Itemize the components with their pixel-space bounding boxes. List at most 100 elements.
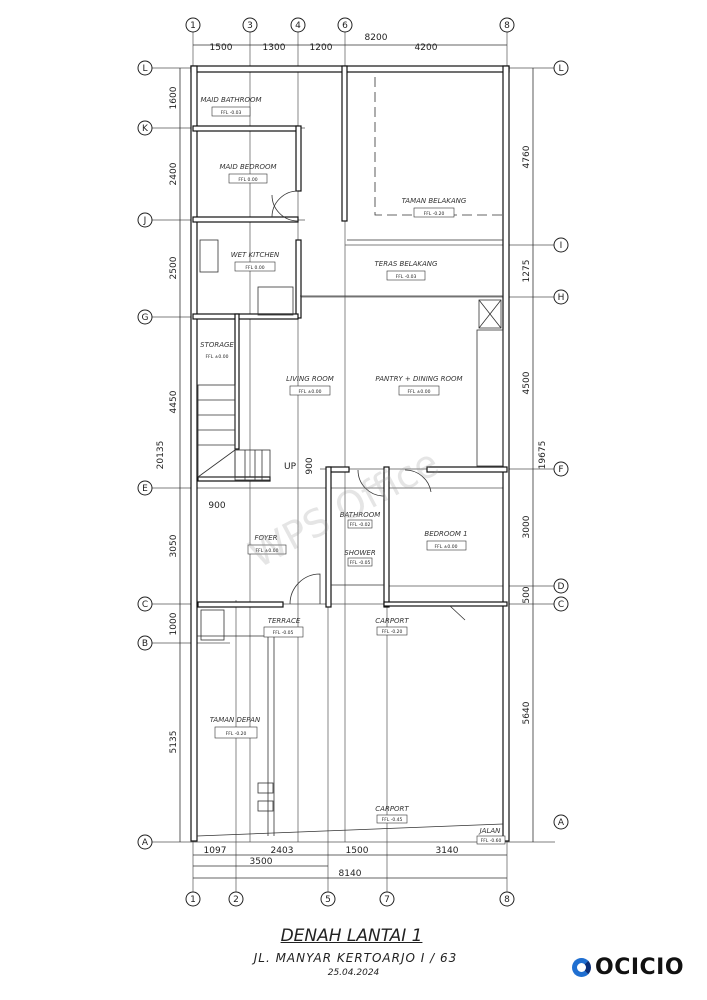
axis-label: I xyxy=(560,241,563,251)
axis-label: 3 xyxy=(247,21,253,31)
grid-lines xyxy=(150,30,555,895)
axis-label: J xyxy=(143,216,147,226)
axis-markers: 1 3 4 6 8 1 2 5 7 8 L K J G E C B A L I … xyxy=(137,17,569,907)
axis-label: A xyxy=(142,838,149,848)
svg-text:PANTRY + DINING ROOM: PANTRY + DINING ROOM xyxy=(375,375,462,383)
dim-left: 3050 xyxy=(169,534,179,557)
room-shower: SHOWER FFL -0.05 xyxy=(344,549,376,567)
dim-right: 5640 xyxy=(522,701,532,724)
svg-text:WET KITCHEN: WET KITCHEN xyxy=(231,251,280,259)
axis-label: 4 xyxy=(295,21,301,31)
room-maid-bathroom: MAID BATHROOM FFL -0.03 xyxy=(200,96,262,117)
svg-text:FFL ±0.00: FFL ±0.00 xyxy=(299,389,322,395)
svg-text:LIVING ROOM: LIVING ROOM xyxy=(286,375,334,383)
axis-label: 7 xyxy=(384,895,390,905)
axis-label: 1 xyxy=(190,895,196,905)
svg-text:FFL ±0.00: FFL ±0.00 xyxy=(435,544,458,550)
axis-label: H xyxy=(558,293,565,303)
axis-label: C xyxy=(142,600,148,610)
logo-text: OCICIO xyxy=(595,955,685,980)
svg-text:TERRACE: TERRACE xyxy=(268,617,301,625)
axis-label: K xyxy=(142,124,149,134)
svg-text:CARPORT: CARPORT xyxy=(375,805,409,813)
dim-left: 4450 xyxy=(169,390,179,413)
room-terrace: TERRACE FFL -0.05 xyxy=(263,617,304,638)
room-living: LIVING ROOM FFL ±0.00 xyxy=(286,375,334,396)
svg-text:TERAS BELAKANG: TERAS BELAKANG xyxy=(375,260,439,268)
dim-bottom: 2403 xyxy=(271,846,294,856)
axis-label: B xyxy=(142,639,148,649)
svg-text:FFL -0.20: FFL -0.20 xyxy=(226,731,247,737)
axis-label: L xyxy=(558,64,563,74)
dim-top: 1500 xyxy=(210,43,233,53)
axis-label: G xyxy=(142,313,149,323)
svg-text:FFL -0.03: FFL -0.03 xyxy=(221,110,242,116)
svg-text:FOYER: FOYER xyxy=(254,534,277,542)
axis-label: A xyxy=(558,818,565,828)
dim-bottom: 3140 xyxy=(436,846,459,856)
dim-left: 1600 xyxy=(169,86,179,109)
axis-label: D xyxy=(558,582,565,592)
svg-text:FFL -0.05: FFL -0.05 xyxy=(350,560,371,566)
dim-top: 8200 xyxy=(365,33,388,43)
svg-text:TAMAN BELAKANG: TAMAN BELAKANG xyxy=(402,197,467,205)
axis-label: 8 xyxy=(504,895,510,905)
room-carport-bottom: CARPORT FFL -0.45 xyxy=(375,805,409,824)
svg-text:FFL 0.00: FFL 0.00 xyxy=(238,177,257,183)
dim-right: 1275 xyxy=(522,260,532,283)
dim-right: 4760 xyxy=(522,145,532,168)
drawing-date: 25.04.2024 xyxy=(327,968,380,978)
svg-text:SHOWER: SHOWER xyxy=(344,549,376,557)
dim-left: 5135 xyxy=(169,731,179,754)
svg-text:JALAN: JALAN xyxy=(478,827,502,835)
axis-label: 6 xyxy=(342,21,348,31)
axis-label: C xyxy=(558,600,564,610)
room-wet-kitchen: WET KITCHEN FFL 0.00 xyxy=(231,251,280,272)
axis-label: F xyxy=(558,465,563,475)
drawing-address: JL. MANYAR KERTOARJO I / 63 xyxy=(253,951,458,965)
dim-left: 2400 xyxy=(169,162,179,185)
dimensions: 1500 1300 1200 8200 4200 1600 2400 2500 … xyxy=(156,33,548,879)
svg-text:CARPORT: CARPORT xyxy=(375,617,409,625)
dim-bottom: 1097 xyxy=(204,846,227,856)
dim-right: 3000 xyxy=(522,515,532,538)
svg-text:FFL -0.20: FFL -0.20 xyxy=(424,211,445,217)
svg-text:FFL ±0.00: FFL ±0.00 xyxy=(256,548,279,554)
ocicio-logo: OCICIO xyxy=(572,955,684,980)
room-foyer: FOYER FFL ±0.00 xyxy=(247,534,287,555)
svg-text:FFL -0.20: FFL -0.20 xyxy=(382,629,403,635)
dim-top: 4200 xyxy=(415,43,438,53)
room-carport-top: CARPORT FFL -0.20 xyxy=(375,617,409,636)
dim-left: 20135 xyxy=(156,441,166,470)
dim-bottom: 3500 xyxy=(250,857,273,867)
dim-right: 500 xyxy=(522,586,532,603)
logo-ring-icon xyxy=(572,958,591,977)
svg-text:FFL -0.45: FFL -0.45 xyxy=(382,817,403,823)
axis-label: 8 xyxy=(504,21,510,31)
dim-stair: 900 xyxy=(208,501,225,511)
svg-text:STORAGE: STORAGE xyxy=(200,341,234,349)
svg-text:FFL ±0.00: FFL ±0.00 xyxy=(408,389,431,395)
svg-text:MAID BEDROOM: MAID BEDROOM xyxy=(219,163,276,171)
axis-label: 5 xyxy=(325,895,331,905)
svg-text:FFL -0.60: FFL -0.60 xyxy=(481,838,502,844)
axis-label: L xyxy=(142,64,147,74)
up-label: UP xyxy=(284,462,297,472)
svg-text:FFL -0.05: FFL -0.05 xyxy=(273,630,294,636)
dim-stair-vertical: 900 xyxy=(305,457,315,474)
dim-left: 2500 xyxy=(169,256,179,279)
svg-text:FFL -0.03: FFL -0.03 xyxy=(396,274,417,280)
dim-right: 4500 xyxy=(522,371,532,394)
svg-text:MAID BATHROOM: MAID BATHROOM xyxy=(200,96,261,104)
dim-left: 1000 xyxy=(169,612,179,635)
room-jalan: JALAN FFL -0.60 xyxy=(476,827,506,845)
dim-bottom: 8140 xyxy=(339,869,362,879)
stairs xyxy=(197,384,271,481)
svg-text:FFL 0.00: FFL 0.00 xyxy=(245,265,264,271)
axis-label: 2 xyxy=(233,895,239,905)
svg-text:BATHROOM: BATHROOM xyxy=(340,511,381,519)
